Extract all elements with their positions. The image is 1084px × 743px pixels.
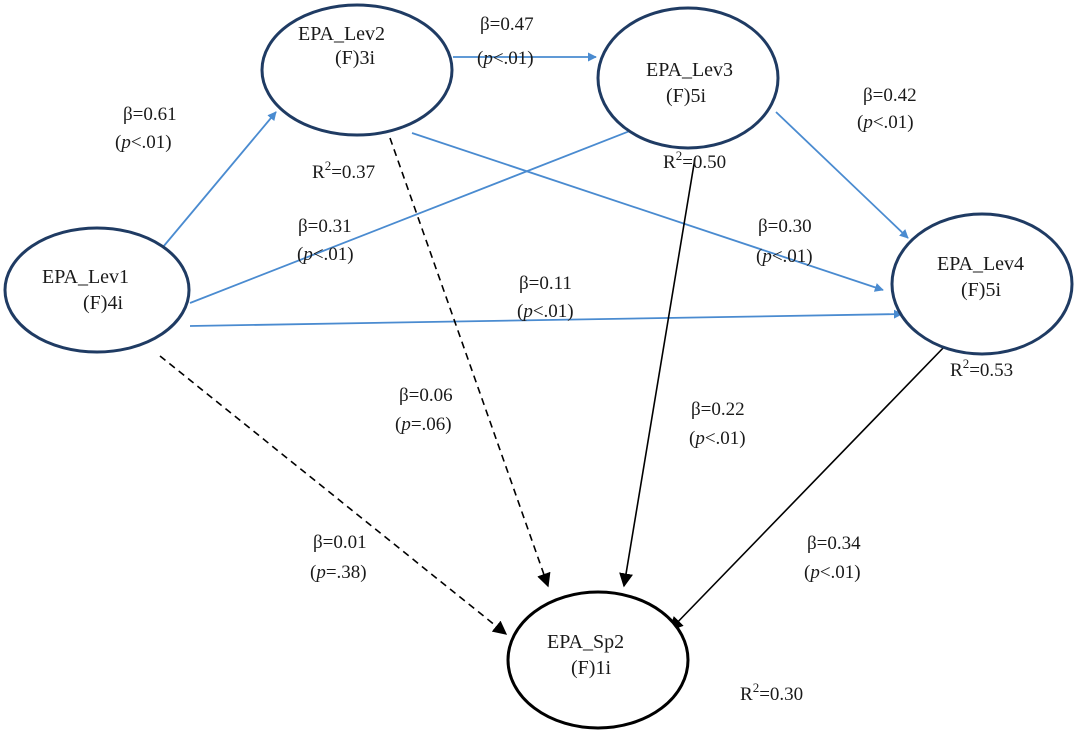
coef-p: (p<.01) [804, 562, 861, 583]
edge-lev2-sp2 [389, 137, 551, 588]
coef-beta: β=0.01 [313, 532, 367, 553]
edge-lev1-lev3 [189, 125, 641, 304]
coef-lev2-lev3: β=0.47 (p<.01) [477, 14, 534, 69]
node-epa-lev3: EPA_Lev3 (F)5i [596, 6, 780, 150]
coef-beta: β=0.31 [298, 216, 352, 237]
edge-lev3-sp2 [619, 157, 696, 588]
node-lev3-shape [596, 6, 780, 150]
node-sp2-sub: (F)1i [571, 657, 611, 679]
node-lev3-name: EPA_Lev3 [646, 59, 733, 81]
coef-p: (p=.38) [310, 562, 367, 583]
edge-lev2-lev4 [411, 132, 884, 292]
coef-beta: β=0.34 [807, 533, 861, 554]
node-epa-lev4: EPA_Lev4 (F)5i [890, 212, 1074, 356]
edge-lev1-lev4 [189, 309, 903, 327]
node-sp2-name: EPA_Sp2 [547, 631, 624, 653]
edge-lev1-lev2 [162, 111, 277, 248]
node-lev3-sub: (F)5i [666, 85, 706, 107]
coef-beta: β=0.61 [123, 104, 177, 125]
coef-lev1-lev3: β=0.31 (p<.01) [297, 216, 354, 265]
node-lev2-sub: (F)3i [335, 47, 375, 69]
coef-lev1-sp2: β=0.01 (p=.38) [310, 532, 367, 583]
node-epa-sp2: EPA_Sp2 (F)1i [506, 590, 690, 730]
node-lev1-shape [3, 226, 191, 354]
node-lev1-name: EPA_Lev1 [42, 266, 129, 288]
node-epa-lev2: EPA_Lev2 (F)3i [260, 3, 454, 137]
coef-lev3-sp2: β=0.22 (p<.01) [689, 399, 746, 449]
coef-lev1-lev4: β=0.11 (p<.01) [517, 273, 574, 322]
coef-beta: β=0.42 [863, 85, 917, 106]
edge-lev4-sp2 [669, 344, 947, 632]
r2-lev2: R2=0.37 [312, 158, 375, 183]
node-lev4-sub: (F)5i [961, 279, 1001, 301]
coef-p: (p<.01) [689, 428, 746, 449]
coef-beta: β=0.30 [758, 216, 812, 237]
coef-lev3-lev4: β=0.42 (p<.01) [857, 85, 917, 133]
edge-lev3-lev4 [775, 111, 909, 239]
coef-lev4-sp2: β=0.34 (p<.01) [804, 533, 861, 583]
coef-lev1-lev2: β=0.61 (p<.01) [115, 104, 177, 153]
coef-lev2-lev4: β=0.30 (p<.01) [756, 216, 813, 267]
coef-lev2-sp2: β=0.06 (p=.06) [395, 385, 453, 435]
node-lev1-sub: (F)4i [83, 292, 123, 314]
coef-p: (p<.01) [857, 112, 914, 133]
node-epa-lev1: EPA_Lev1 (F)4i [3, 226, 191, 354]
coef-beta: β=0.11 [519, 273, 572, 294]
r2-lev3: R2=0.50 [663, 148, 726, 173]
coef-beta: β=0.06 [399, 385, 453, 406]
coef-p: (p=.06) [395, 414, 452, 435]
r2-sp2: R2=0.30 [740, 680, 803, 705]
node-lev2-shape [260, 3, 454, 137]
edge-lev1-sp2 [159, 355, 508, 635]
coef-beta: β=0.47 [480, 14, 534, 35]
coef-p: (p<.01) [756, 246, 813, 267]
coef-p: (p<.01) [297, 244, 354, 265]
node-lev4-name: EPA_Lev4 [937, 253, 1024, 275]
coef-p: (p<.01) [115, 132, 172, 153]
node-sp2-shape [506, 590, 690, 730]
coef-p: (p<.01) [517, 301, 574, 322]
node-lev4-shape [890, 212, 1074, 356]
coef-p: (p<.01) [477, 48, 534, 69]
coef-beta: β=0.22 [691, 399, 745, 420]
node-lev2-name: EPA_Lev2 [298, 23, 385, 45]
r2-lev4: R2=0.53 [950, 356, 1013, 381]
